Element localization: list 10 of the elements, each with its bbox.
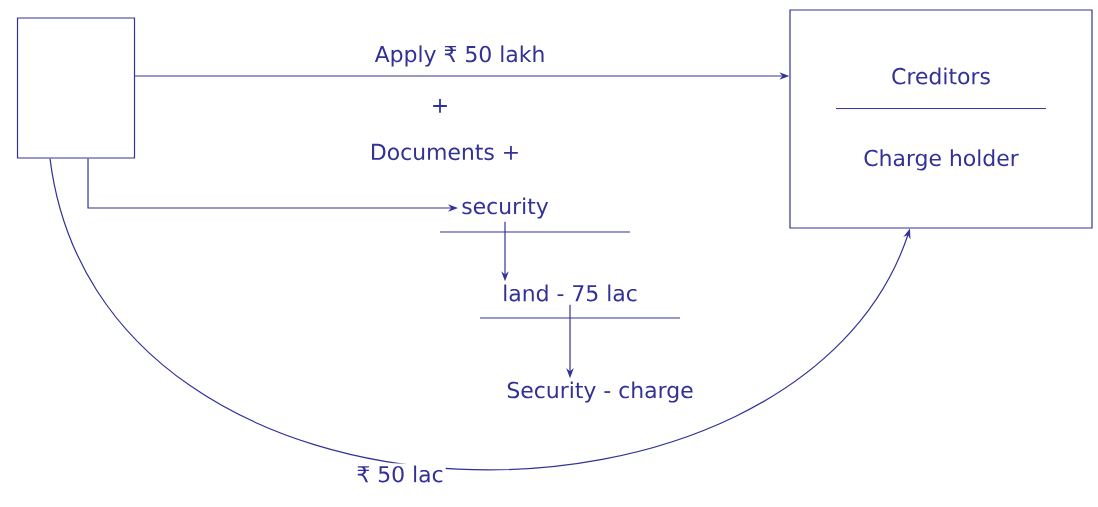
empty-box	[16, 17, 136, 159]
note-text: Documents +	[372, 143, 518, 161]
edge-label: Apply ₹ 50 lakh	[374, 45, 544, 67]
text-box: Creditors Charge holder	[789, 9, 1093, 229]
arrow	[49, 158, 911, 470]
step-text: Security - charge	[507, 381, 693, 403]
step-text: security	[462, 197, 549, 219]
note-text: +	[433, 99, 447, 113]
step-text: land - 75 lac	[504, 284, 637, 302]
edge-label: ₹ 50 lac	[354, 463, 446, 485]
